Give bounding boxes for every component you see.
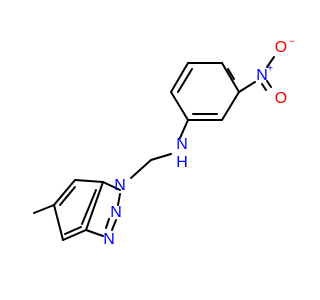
bond xyxy=(53,179,76,206)
structure-svg: N + O − O N H N N N xyxy=(33,37,295,248)
triazole-n3-label: N xyxy=(103,231,115,248)
double-bond-inner xyxy=(177,68,193,93)
bond xyxy=(111,219,117,231)
amine-nitrogen-label: N xyxy=(176,136,188,153)
bond xyxy=(117,193,121,206)
bond xyxy=(170,91,189,121)
nitro-group: N + O − O xyxy=(238,37,295,107)
bond xyxy=(266,80,272,88)
bond xyxy=(33,204,55,214)
bond xyxy=(102,181,121,191)
nitrophenyl-ring xyxy=(170,62,240,121)
bond xyxy=(85,229,104,237)
methyl-group xyxy=(33,204,55,214)
bond xyxy=(179,119,189,139)
double-bond-inner xyxy=(59,186,76,206)
triazole-n1-label: N xyxy=(114,177,126,194)
bond xyxy=(53,204,64,241)
bond xyxy=(170,62,189,93)
molecule-diagram: N + O − O N H N N N xyxy=(33,36,296,249)
amine-linker: N H xyxy=(130,119,189,179)
bond xyxy=(221,62,240,93)
benzo-ring xyxy=(53,179,104,241)
bond xyxy=(261,83,267,91)
triazole-n2-label: N xyxy=(110,204,122,221)
bond xyxy=(266,56,275,68)
bond xyxy=(105,218,110,229)
double-bond-inner xyxy=(227,68,235,80)
bond xyxy=(74,179,104,183)
nitro-nitrogen-label: N xyxy=(256,67,268,84)
double-bond-inner xyxy=(81,189,97,225)
nitro-oxygen-top-label: O xyxy=(275,39,287,56)
bond xyxy=(221,91,240,121)
nitro-oxygen-bottom-label: O xyxy=(275,90,287,107)
bond xyxy=(150,153,172,161)
bond xyxy=(238,81,256,93)
nitro-oxygen-minus-charge: − xyxy=(289,37,295,48)
nitro-plus-charge: + xyxy=(267,64,273,75)
triazole-ring: N N N xyxy=(85,177,126,248)
bond xyxy=(130,159,152,179)
double-bond-inner xyxy=(64,226,82,235)
bond xyxy=(62,229,87,241)
bond xyxy=(85,181,104,231)
amine-hydrogen-label: H xyxy=(176,154,188,171)
